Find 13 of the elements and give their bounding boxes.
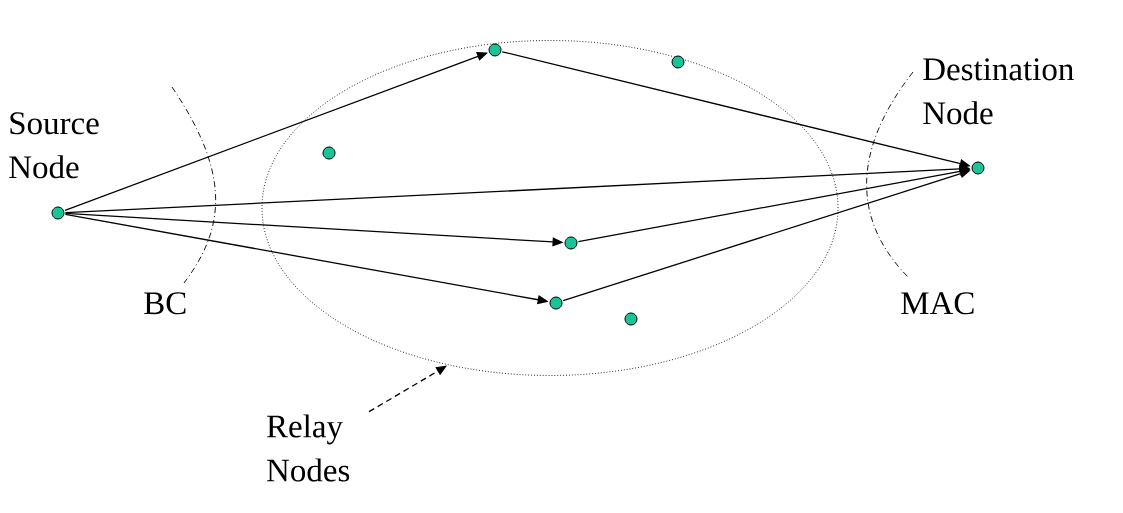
network-node xyxy=(488,43,502,57)
network-node xyxy=(671,55,685,69)
node-label: Destination Node xyxy=(923,58,1074,125)
node-label: Source Node xyxy=(9,112,99,179)
region-label: MAC xyxy=(901,292,974,315)
arrow xyxy=(64,52,488,211)
network-node xyxy=(322,146,336,160)
network-node xyxy=(624,312,638,326)
network-node xyxy=(549,296,563,310)
region-label: BC xyxy=(144,292,186,315)
network-node xyxy=(564,236,578,250)
relay-nodes-label: Relay Nodes xyxy=(266,414,350,482)
relay-region-ellipse xyxy=(261,40,839,376)
